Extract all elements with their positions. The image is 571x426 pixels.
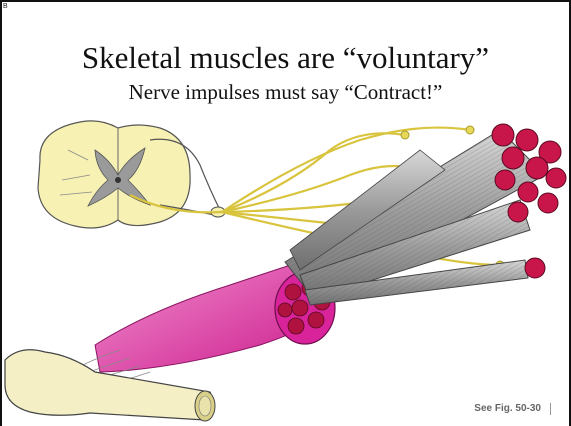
figure-reference: See Fig. 50-30 xyxy=(474,403,541,414)
caption-separator xyxy=(550,403,551,415)
